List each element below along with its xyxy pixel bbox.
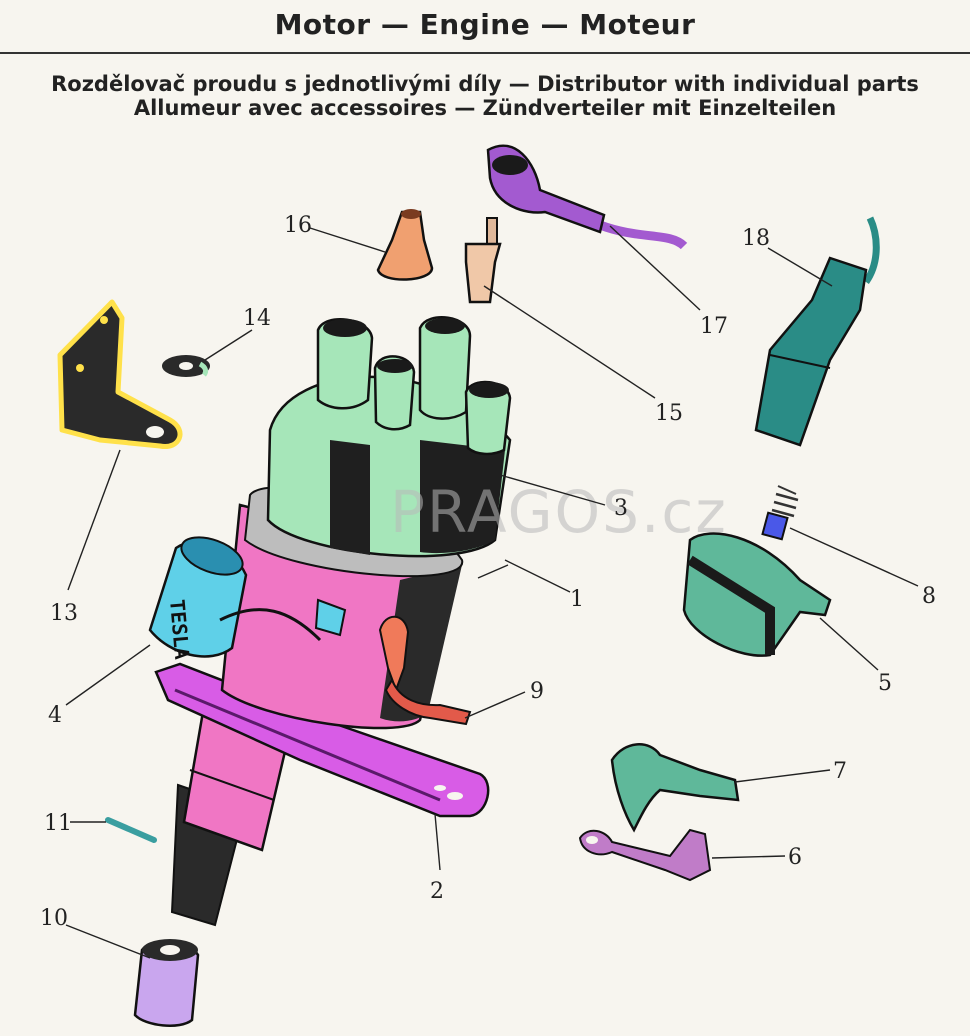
part-16-terminal-boot	[376, 209, 434, 281]
part-17-ignition-lead	[486, 144, 688, 250]
part-10-coupling	[133, 939, 200, 1027]
label-18: 18	[742, 226, 770, 251]
leader-lines	[65, 225, 919, 959]
page-header: Motor — Engine — Moteur	[0, 0, 970, 54]
part-8-carbon-brush	[761, 485, 799, 541]
subtitle-line-1: Rozdělovač proudu s jednotlivými díly — …	[51, 72, 919, 96]
part-5-rotor	[682, 532, 832, 657]
part-7-breaker-arm	[610, 743, 740, 833]
part-4-condenser: TESLA	[148, 536, 347, 660]
part-15-terminal-pin	[464, 217, 502, 304]
part-3-distributor-cap	[266, 316, 512, 558]
label-16: 16	[284, 213, 312, 238]
diagram-subtitle: Rozdělovač proudu s jednotlivými díly — …	[0, 72, 970, 120]
page-title: Motor — Engine — Moteur	[274, 8, 696, 41]
label-5: 5	[878, 671, 892, 696]
label-15: 15	[655, 401, 683, 426]
part-14-washer	[162, 355, 210, 377]
label-13: 13	[50, 601, 78, 626]
part-13-mounting-bracket	[57, 299, 183, 449]
label-17: 17	[700, 314, 728, 339]
subtitle-line-2: Allumeur avec accessoires — Zündverteile…	[133, 96, 837, 120]
part-number-labels: 16 14 17 18 15 3 1 8 5 13 4 9 7 6 11 2 1…	[40, 213, 936, 931]
label-6: 6	[788, 845, 802, 870]
label-7: 7	[833, 759, 847, 784]
label-11: 11	[44, 811, 72, 836]
label-2: 2	[430, 879, 444, 904]
label-10: 10	[40, 906, 68, 931]
label-4: 4	[48, 703, 62, 728]
condenser-label: TESLA	[165, 598, 194, 660]
label-9: 9	[530, 679, 544, 704]
watermark: PRAGOS.cz	[390, 478, 728, 546]
part-11-pin	[105, 817, 157, 843]
part-18-spark-plug-boot	[754, 216, 880, 447]
part-2-advance-plate	[154, 662, 490, 818]
label-1: 1	[570, 587, 584, 612]
label-8: 8	[922, 584, 936, 609]
label-14: 14	[243, 306, 271, 331]
part-9-contact-spring	[384, 677, 472, 726]
part-6-contact-plate	[578, 828, 712, 882]
label-3: 3	[614, 496, 628, 521]
